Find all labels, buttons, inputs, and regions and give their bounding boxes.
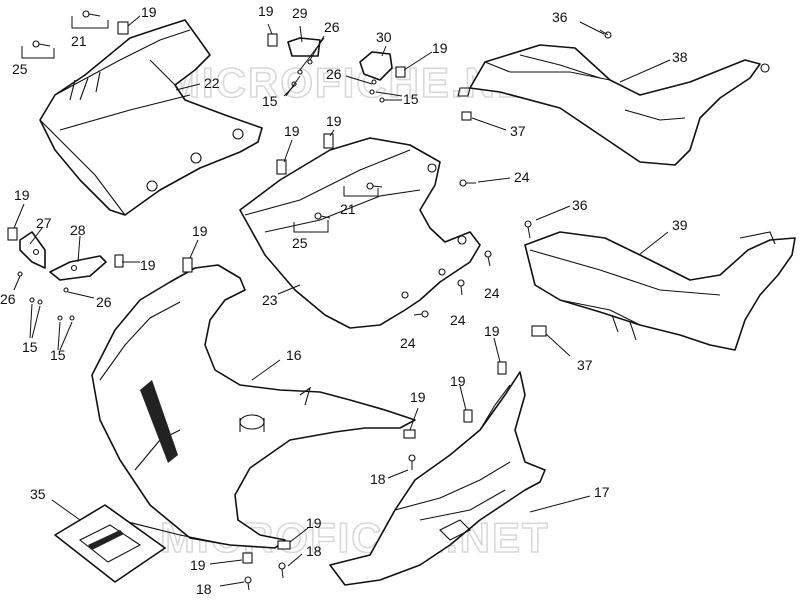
callout-37: 37: [510, 123, 526, 139]
part-35-decal: [54, 504, 166, 583]
callout-15: 15: [262, 93, 278, 109]
callout-36: 36: [572, 197, 588, 213]
callout-28: 28: [70, 222, 86, 238]
callout-18: 18: [370, 471, 386, 487]
callout-24: 24: [400, 335, 416, 351]
part-29-bracket: [287, 37, 321, 57]
callout-25: 25: [292, 235, 308, 251]
callout-38: 38: [672, 49, 688, 65]
callout-19: 19: [140, 257, 156, 273]
callout-23: 23: [262, 292, 278, 308]
callout-18: 18: [306, 543, 322, 559]
part-28-bracket: [49, 255, 107, 281]
callout-19: 19: [141, 4, 157, 20]
callout-15: 15: [50, 347, 66, 363]
callout-21: 21: [71, 33, 87, 49]
callout-19: 19: [450, 373, 466, 389]
callout-30: 30: [376, 29, 392, 45]
part-30-bracket: [359, 51, 393, 81]
callout-19: 19: [432, 40, 448, 56]
part-17-cowl: [329, 371, 546, 586]
part-22-panel: [39, 19, 263, 216]
part-39-trim: [524, 231, 796, 351]
callout-24: 24: [484, 285, 500, 301]
callout-19: 19: [410, 389, 426, 405]
callout-15: 15: [403, 91, 419, 107]
part-23-panel: [239, 137, 481, 329]
part-38-trim: [457, 44, 770, 166]
callout-19: 19: [192, 223, 208, 239]
callout-17: 17: [594, 484, 610, 500]
callout-19: 19: [258, 3, 274, 19]
callout-19: 19: [190, 557, 206, 573]
callout-36: 36: [552, 9, 568, 25]
leader-lines: [13, 15, 671, 587]
part-16-cowl: [91, 264, 416, 549]
callout-39: 39: [672, 217, 688, 233]
callout-29: 29: [292, 5, 308, 21]
callout-37: 37: [577, 357, 593, 373]
callout-21: 21: [340, 201, 356, 217]
callout-26: 26: [96, 294, 112, 310]
callout-19: 19: [306, 515, 322, 531]
callout-18: 18: [196, 581, 212, 597]
callout-24: 24: [450, 312, 466, 328]
callout-27: 27: [36, 215, 52, 231]
callout-19: 19: [284, 123, 300, 139]
callout-19: 19: [326, 113, 342, 129]
callout-25: 25: [12, 61, 28, 77]
callout-26: 26: [326, 66, 342, 82]
callout-19: 19: [14, 187, 30, 203]
callout-16: 16: [286, 347, 302, 363]
part-27-bracket: [19, 231, 46, 269]
callout-22: 22: [204, 75, 220, 91]
callout-35: 35: [30, 486, 46, 502]
callout-19: 19: [484, 323, 500, 339]
callout-26: 26: [0, 291, 16, 307]
callout-labels: 19 21 25 22 29 26 15 19 30 19 26 15 36 3…: [0, 3, 688, 597]
callout-15: 15: [22, 339, 38, 355]
callout-24: 24: [514, 169, 530, 185]
callout-26: 26: [324, 19, 340, 35]
